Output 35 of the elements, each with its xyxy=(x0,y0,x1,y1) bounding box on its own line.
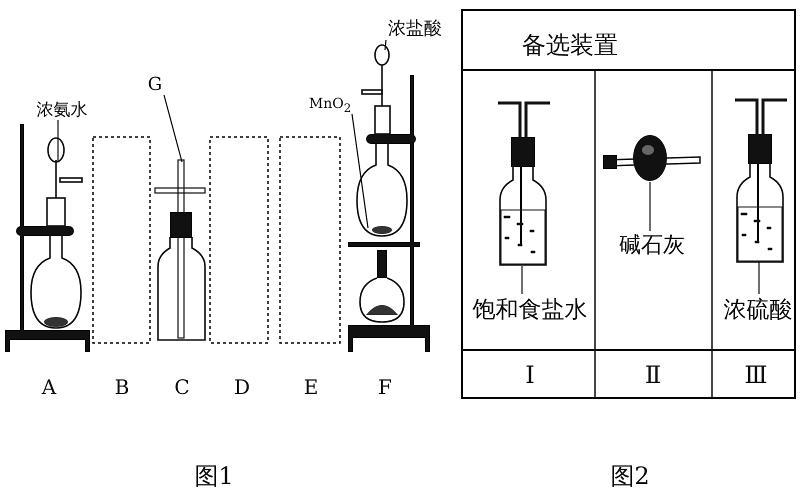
apparatus-letter: E xyxy=(302,375,320,399)
apparatus-letter: F xyxy=(377,375,393,399)
gas-bottle-drawing xyxy=(154,159,206,341)
figure-caption: 图1 xyxy=(193,462,235,490)
leader-line xyxy=(521,266,523,294)
drying-tube-drawing xyxy=(603,135,701,181)
leader-line xyxy=(758,262,760,294)
formula-label: MnO$_{2}$ xyxy=(308,94,352,114)
apparatus-letter: C xyxy=(173,375,191,399)
column-number: Ⅰ xyxy=(524,360,536,390)
ring-stand-drawing xyxy=(5,124,90,352)
reagent-label: 浓氨水 xyxy=(32,100,92,120)
wash-bottle-drawing xyxy=(498,102,550,266)
column-number: Ⅱ xyxy=(644,360,662,390)
leader-line xyxy=(57,120,59,162)
reagent-label: 浓盐酸 xyxy=(386,18,444,40)
reagent-label: 碱石灰 xyxy=(614,231,690,261)
reagent-label: 饱和食盐水 xyxy=(468,294,592,326)
leader-line xyxy=(163,94,183,162)
table-header: 备选装置 xyxy=(521,30,619,60)
dashed-box xyxy=(279,136,341,344)
figure-caption: 图2 xyxy=(609,462,651,490)
reagent-label: 浓硫酸 xyxy=(720,294,796,326)
apparatus-letter: D xyxy=(232,375,252,399)
apparatus-letter: B xyxy=(114,375,130,399)
dashed-box xyxy=(209,136,269,344)
ring-stand-drawing xyxy=(348,44,430,352)
column-number: Ⅲ xyxy=(743,360,769,390)
letter-label: G xyxy=(146,75,164,95)
leader-line xyxy=(351,114,369,228)
dashed-box xyxy=(92,136,151,344)
leader-line xyxy=(384,40,387,50)
wash-bottle-drawing xyxy=(735,98,787,263)
apparatus-letter: A xyxy=(40,375,58,399)
leader-line xyxy=(649,182,651,231)
